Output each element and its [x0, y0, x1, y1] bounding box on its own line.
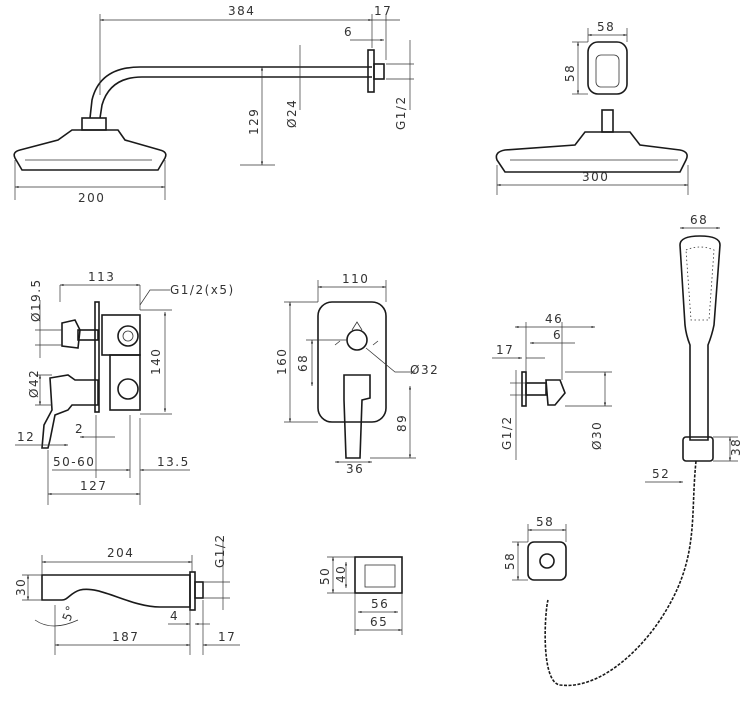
hand-shower: 68 38 52: [544, 213, 743, 687]
dim-depth: 113: [88, 270, 115, 284]
dim-knob-height: 68: [296, 354, 310, 372]
dim-knob-diameter: Ø32: [410, 363, 439, 377]
dim-plate: 4: [170, 609, 179, 623]
dim-thread: G1/2: [394, 95, 408, 130]
label-threads: G1/2(x5): [170, 283, 235, 297]
dim-flange-depth: 17: [374, 4, 392, 18]
dim-thread: G1/2: [213, 533, 227, 568]
dim-handle-width: 36: [346, 462, 364, 476]
mixer-front-view: 110 160 68 Ø32 89 36: [275, 272, 439, 476]
wall-outlet-front-view: 58 58: [503, 515, 567, 581]
dim-height: 58: [503, 552, 517, 570]
dim-wall-range: 50-60: [53, 455, 95, 469]
dim-plate: 2: [75, 422, 84, 436]
dim-gap: 6: [553, 328, 562, 342]
dim-inner-width: 56: [371, 597, 389, 611]
dim-handle-diameter: Ø42: [27, 369, 41, 398]
dim-body-offset: 13.5: [157, 455, 190, 469]
bath-spout: 204 G1/2 30 5° 4 187 17: [14, 533, 240, 655]
dim-height: 50: [318, 567, 332, 585]
dim-length: 204: [107, 546, 134, 560]
wall-outlet-side-view: 46 6 17 G1/2 Ø30: [492, 312, 612, 460]
dim-total-depth: 127: [80, 479, 107, 493]
dim-bracket-width: 58: [597, 20, 615, 34]
dim-flange: 17: [218, 630, 236, 644]
dim-angle: 5°: [60, 603, 79, 623]
dim-knob-diameter: Ø19.5: [29, 278, 43, 322]
dim-head-width: 300: [582, 170, 609, 184]
dim-width: 65: [370, 615, 388, 629]
dim-inner-height: 40: [334, 565, 348, 583]
mixer-side-view: 113 G1/2(x5) Ø19.5 140 Ø42 2 12 50-60 13…: [15, 270, 235, 505]
dim-arm-length: 384: [228, 4, 255, 18]
dim-diameter: Ø30: [590, 421, 604, 450]
overhead-shower-side-view: 384 17 6 129 Ø24 G1/2 200: [13, 4, 414, 205]
dim-reach: 187: [112, 630, 139, 644]
dim-flange: 17: [496, 343, 514, 357]
dim-height: 160: [275, 348, 289, 375]
dim-width: 110: [342, 272, 369, 286]
dim-width: 58: [536, 515, 554, 529]
dim-length: 46: [545, 312, 563, 326]
dim-drop: 129: [247, 108, 261, 135]
overflow-plate: 50 40 56 65: [318, 556, 403, 635]
overhead-shower-front-view: 58 58 300: [495, 20, 689, 195]
dim-flange-gap: 6: [344, 25, 353, 39]
dim-bracket-height: 58: [563, 64, 577, 82]
dim-head-width: 68: [690, 213, 708, 227]
dim-holder-depth: 52: [652, 467, 670, 481]
dim-head-width: 200: [78, 191, 105, 205]
dim-handle-height: 89: [395, 414, 409, 432]
dim-holder-height: 38: [729, 438, 743, 456]
dim-thread: G1/2: [500, 415, 514, 450]
dim-handle-width: 12: [17, 430, 35, 444]
dim-height: 30: [14, 578, 28, 596]
dim-arm-diameter: Ø24: [285, 99, 299, 128]
dim-height: 140: [149, 348, 163, 375]
